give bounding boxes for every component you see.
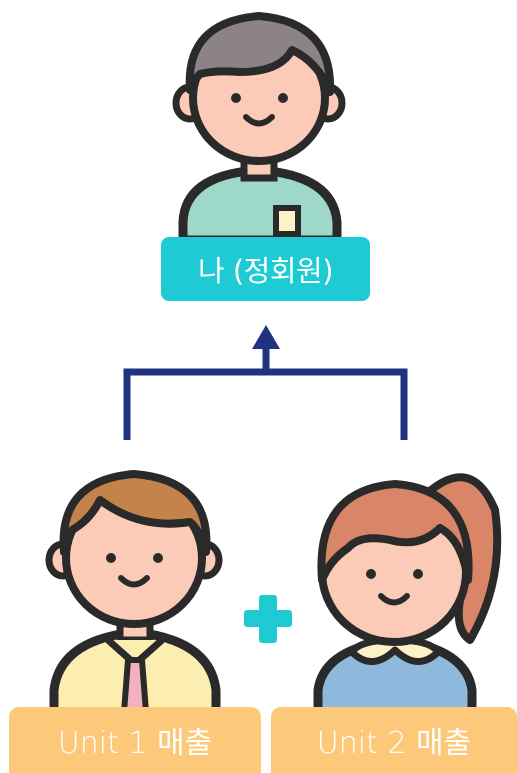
avatar-unit2-hair <box>317 480 473 584</box>
avatar-me-badge <box>273 205 301 237</box>
label-unit1: Unit 1 매출 <box>9 707 261 773</box>
avatar-unit2 <box>313 473 502 717</box>
label-me: 나 (정회원) <box>161 237 370 301</box>
label-unit2: Unit 2 매출 <box>271 707 517 773</box>
avatar-me <box>172 12 346 245</box>
avatar-unit1 <box>45 470 223 717</box>
avatar-unit1-hair <box>59 470 211 556</box>
avatar-unit1-tie <box>121 657 149 715</box>
avatar-me-hair <box>185 12 335 96</box>
arrow-up-icon <box>123 325 408 440</box>
plus-icon <box>244 595 292 643</box>
